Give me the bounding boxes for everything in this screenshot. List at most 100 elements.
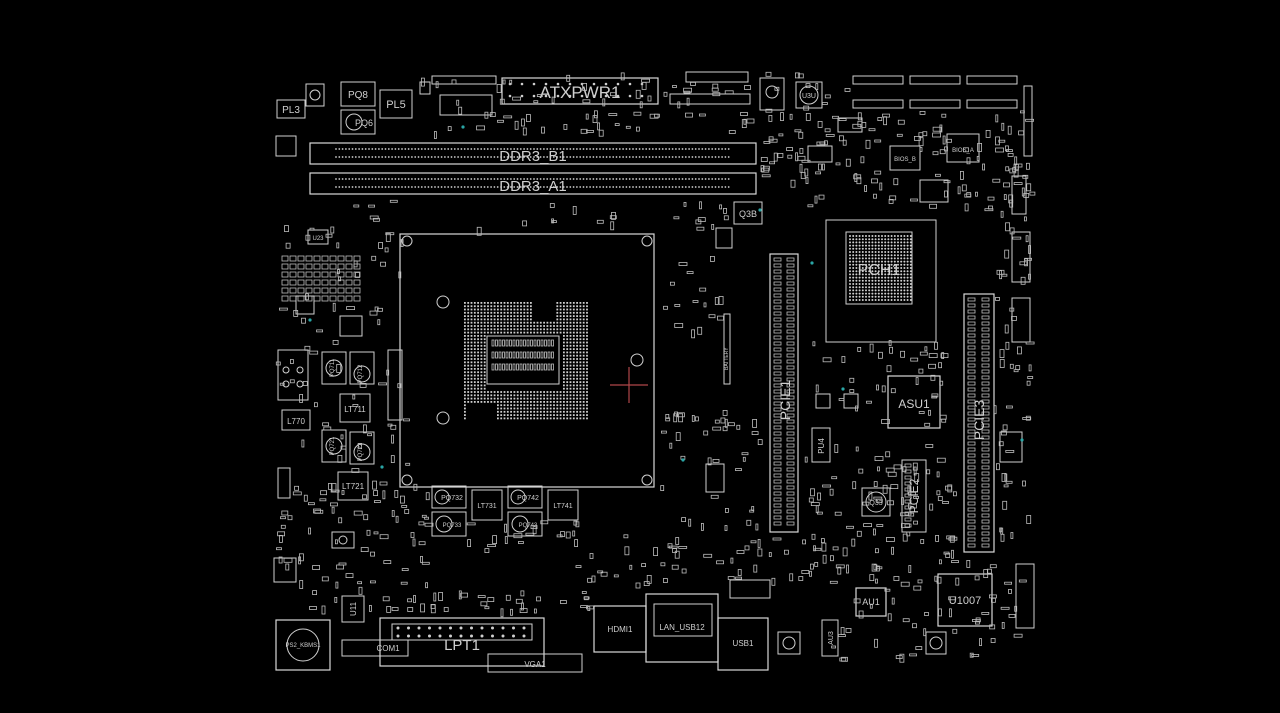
com1-header[interactable]: COM1 [341, 639, 409, 657]
bga-ball [877, 286, 880, 289]
lga-pad [563, 354, 565, 357]
pq732-mosfet[interactable]: PQ732 [431, 485, 467, 509]
dimm-pin [625, 148, 628, 150]
smd-part [602, 98, 606, 107]
u11-chip[interactable]: U11 [341, 595, 365, 623]
lt711-inductor[interactable]: LT711 [339, 393, 371, 423]
lga-pad [483, 318, 486, 321]
lan-usb12-connector[interactable]: LAN_USB12 [645, 593, 719, 663]
smd-part [882, 113, 890, 118]
q3b-transistor[interactable]: Q3B [733, 201, 763, 225]
usb1-connector[interactable]: USB1 [717, 617, 769, 671]
lt731-inductor[interactable]: LT731 [471, 489, 503, 521]
dimm-pin [434, 178, 436, 180]
pu4-chip[interactable]: PU4 [811, 427, 831, 463]
lt721-inductor[interactable]: LT721 [337, 471, 369, 501]
smd-part [822, 163, 825, 171]
lga-pad [467, 315, 470, 317]
lga-pad [493, 311, 496, 314]
pcie3-slot[interactable]: PCIE3 [963, 293, 995, 553]
smd-part [804, 168, 809, 177]
dimm-pin [430, 186, 433, 188]
pq743-mosfet[interactable]: PQ743 [507, 511, 543, 537]
lga-pad [500, 308, 503, 311]
lga-pad [586, 308, 588, 311]
lga-pad [559, 404, 562, 407]
bios-a-chip[interactable]: BIOS_A [946, 133, 980, 163]
cpu-socket[interactable] [399, 233, 655, 488]
lga-pad [503, 394, 506, 397]
au3-chip[interactable]: AU3 [821, 619, 839, 657]
smd-part [902, 533, 908, 542]
lga-pad [536, 407, 539, 410]
vga1-connector[interactable]: VGA1 [487, 653, 583, 673]
dimm-pin [368, 186, 370, 188]
bga-ball [865, 251, 867, 253]
bga-ball [852, 295, 855, 298]
bga-ball [897, 273, 899, 276]
bios-b-chip[interactable]: BIOS_B [889, 145, 921, 171]
pcie-pin [981, 375, 990, 380]
pq6-inductor[interactable]: PQ6 [340, 109, 376, 135]
bga-ball [852, 260, 855, 263]
dimm-pin [694, 178, 697, 180]
lpt1-connector[interactable]: LPT1 [379, 617, 545, 667]
socket-key-pad [512, 363, 516, 371]
ddr3-a1-slot[interactable]: DDR3_A1 [309, 172, 757, 195]
pl3-inductor[interactable]: PL3 [276, 99, 306, 119]
lga-pad [477, 358, 479, 360]
dimm-pin [675, 186, 677, 188]
lga-pad [579, 335, 582, 337]
lga-pad [569, 305, 572, 308]
lga-pad [464, 348, 466, 350]
u1007-chip[interactable]: U1007 [937, 573, 993, 627]
lt741-inductor[interactable]: LT741 [547, 489, 579, 521]
smd-part [413, 595, 416, 603]
lga-pad [576, 305, 578, 308]
lga-pad [572, 358, 575, 360]
bga-ball [887, 235, 890, 237]
smd-part [881, 419, 890, 424]
pcie1-slot[interactable]: PCIE1 [769, 253, 799, 533]
smd-part [677, 101, 681, 109]
lga-pad [480, 361, 483, 364]
via [1020, 438, 1024, 442]
asu1-chip[interactable]: ASU1 [887, 375, 941, 429]
lga-pad [563, 414, 565, 416]
lga-pad [572, 328, 575, 331]
pl5-inductor[interactable]: PL5 [379, 89, 413, 119]
bga-ball [909, 279, 912, 282]
au1-chip[interactable]: AU1 [855, 587, 887, 617]
smd-part [641, 563, 646, 567]
bga-ball [906, 238, 909, 241]
ps2-kbms-connector[interactable]: PS2_KBMS1 [275, 619, 331, 671]
dimm-pin [450, 178, 453, 180]
lga-pad [480, 387, 483, 390]
smd-part [582, 99, 591, 104]
lga-pad [467, 344, 470, 347]
bga-ball [900, 292, 903, 295]
pq711-mosfet[interactable]: PQ711 [321, 351, 347, 385]
pcie2-slot[interactable]: PCIE2 [901, 459, 927, 533]
lga-pad [566, 308, 569, 311]
lga-pad [566, 417, 569, 420]
pq733-mosfet[interactable]: PQ733 [431, 511, 467, 537]
atx-power-connector[interactable]: ATXPWR1 [501, 77, 659, 105]
u23-chip[interactable]: U23 [307, 229, 329, 245]
pq712-mosfet[interactable]: PQ712 [349, 351, 375, 385]
lpt-pin [417, 634, 421, 638]
lga-pad [530, 410, 532, 413]
smd-part [1026, 183, 1032, 192]
smd-part [936, 457, 946, 463]
pq8-inductor[interactable]: PQ8 [340, 81, 376, 107]
l770-inductor[interactable]: L770 [281, 409, 311, 431]
lga-pad [497, 394, 499, 397]
hdmi1-connector[interactable]: HDMI1 [593, 605, 647, 653]
lga-pad [546, 394, 549, 397]
bga-ball [871, 299, 874, 301]
pch-chip[interactable]: PCH1 [825, 219, 937, 343]
ddr3-b1-slot[interactable]: DDR3_B1 [309, 142, 757, 165]
smd-part [480, 601, 488, 607]
smd-part [952, 628, 958, 634]
pq742-mosfet[interactable]: PQ742 [507, 485, 543, 509]
